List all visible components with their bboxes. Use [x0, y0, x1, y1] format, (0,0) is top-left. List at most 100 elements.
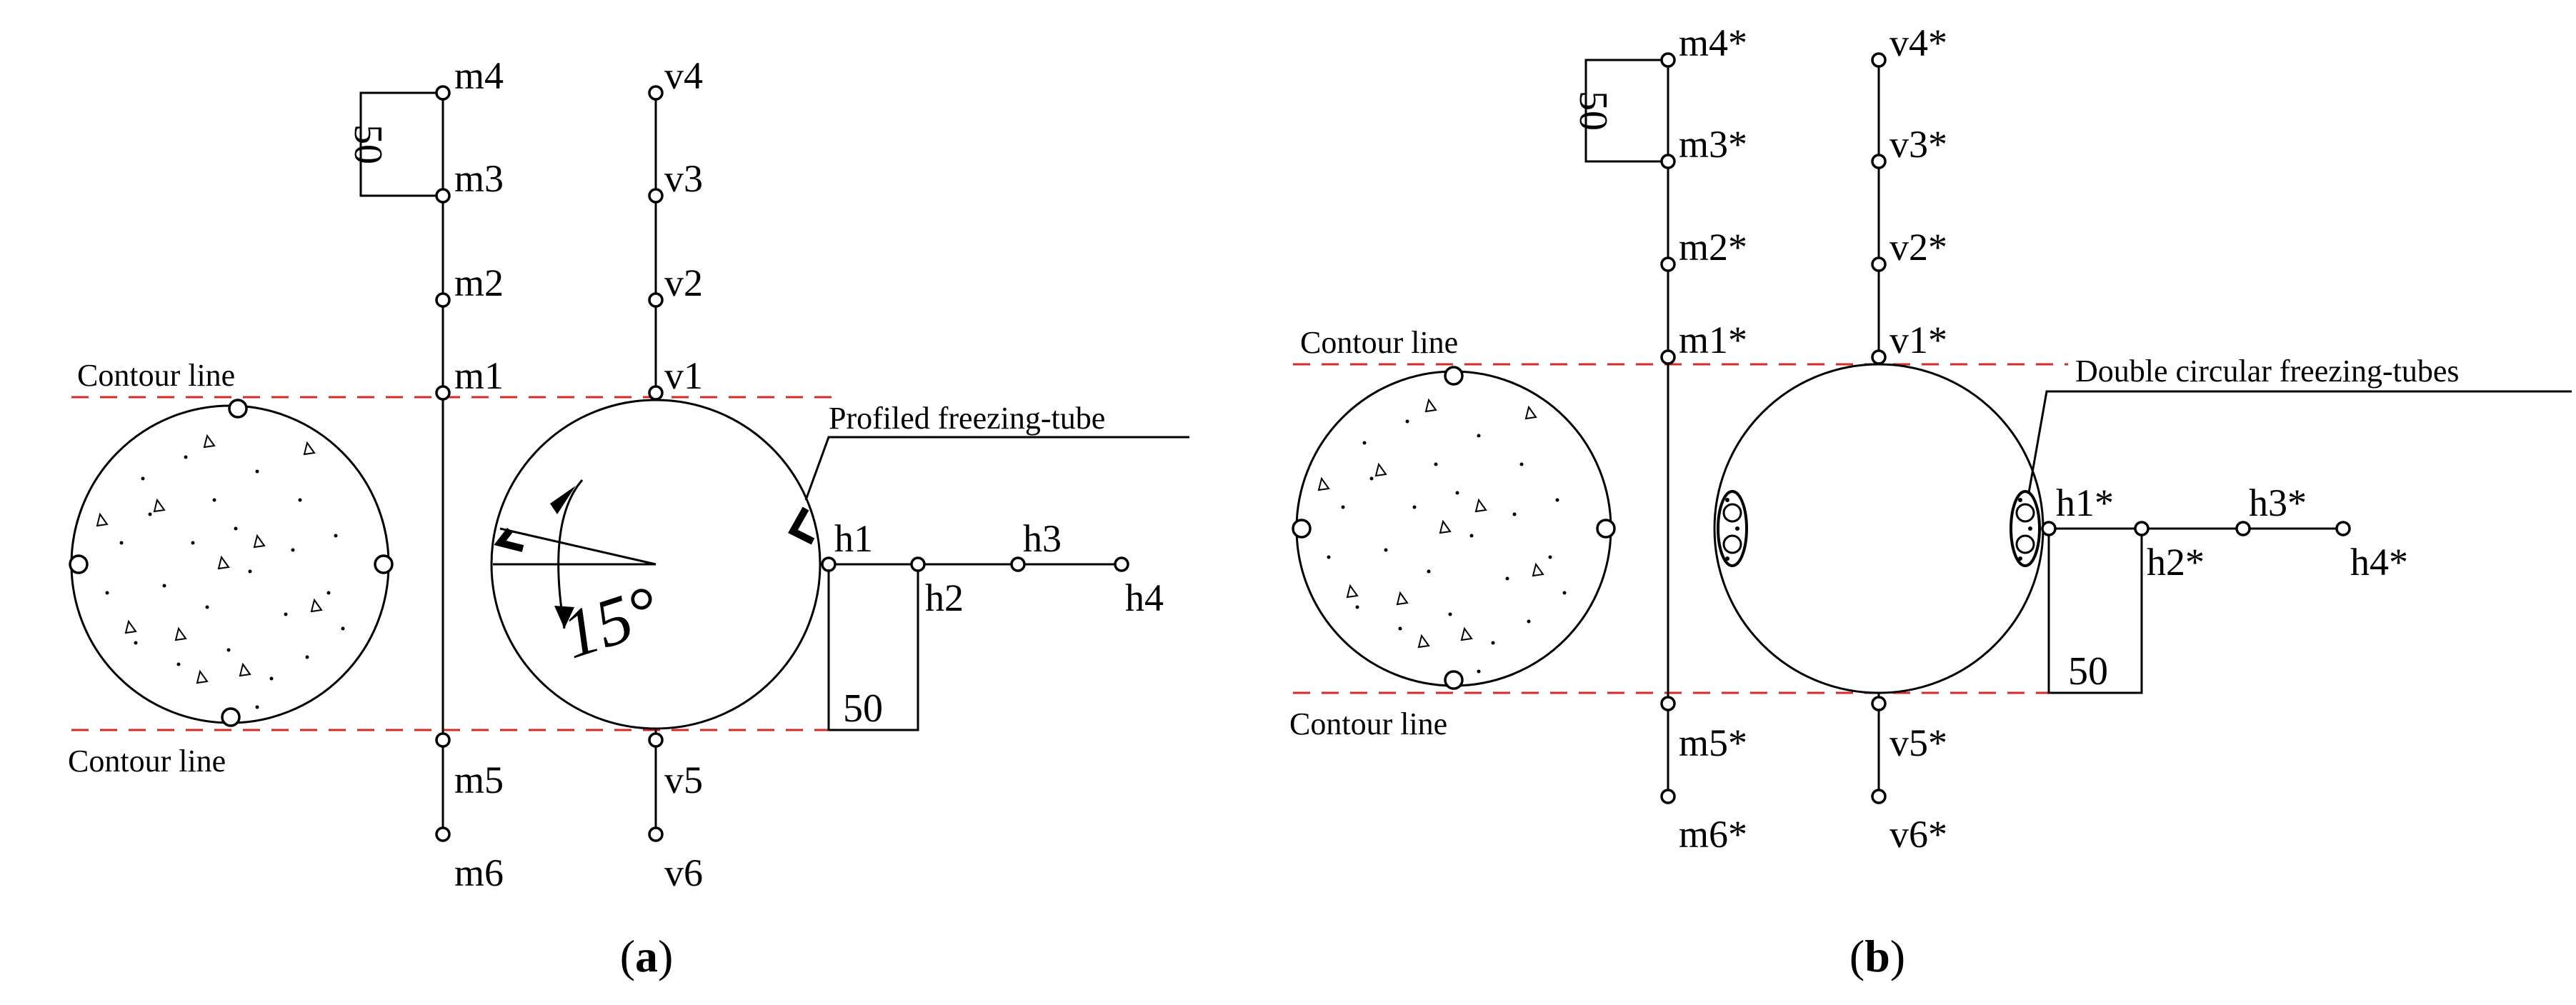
- node-h2-a: [910, 556, 926, 572]
- node-m4-a: [435, 85, 451, 101]
- angle-indicator-a: 15°: [493, 479, 668, 673]
- node-v1-a: [648, 385, 664, 401]
- node-v5-a: [648, 732, 664, 748]
- svg-text:50: 50: [843, 686, 883, 731]
- label-h4-b: h4*: [2350, 541, 2408, 584]
- freezing-section-b: [1713, 363, 2045, 694]
- h-points-b: h1* h2* h3* h4*: [2041, 481, 2408, 584]
- panel-a: Contour line Contour line: [68, 54, 1189, 981]
- dim-horizontal-a: 50: [827, 564, 919, 731]
- node-m2-a: [435, 292, 451, 308]
- node-v2-a: [648, 292, 664, 308]
- label-h2-b: h2*: [2147, 541, 2205, 584]
- node-h4-b: [2335, 521, 2351, 536]
- node-m5-a: [435, 732, 451, 748]
- label-v6-b: v6*: [1889, 813, 1947, 856]
- node-v3-b: [1871, 154, 1887, 169]
- double-tubes-right-b: [2010, 490, 2041, 567]
- svg-text:50: 50: [2068, 649, 2108, 694]
- label-v4-b: v4*: [1889, 21, 1947, 64]
- label-m1-a: m1: [454, 354, 504, 397]
- node-h3-a: [1010, 556, 1026, 572]
- node-v3-a: [648, 188, 664, 204]
- node-h1-a: [821, 556, 837, 572]
- aggregate-speckles-a: [105, 455, 345, 709]
- label-h1-b: h1*: [2056, 481, 2114, 524]
- node-v2-b: [1871, 256, 1887, 272]
- m-points-b: m4* m3* m2* m1* m5* m6*: [1660, 21, 1747, 856]
- node-h4-a: [1114, 556, 1129, 572]
- label-h4-a: h4: [1125, 576, 1164, 619]
- node-m4-b: [1660, 52, 1676, 68]
- panel-b: Contour line Contour line: [1289, 21, 2572, 981]
- node-m3-b: [1660, 154, 1676, 169]
- dim-horizontal-b: 50: [2047, 529, 2143, 694]
- label-v2-b: v2*: [1889, 226, 1947, 269]
- v-points-b: v4* v3* v2* v1* v5* v6*: [1871, 21, 1947, 856]
- node-v4-a: [648, 85, 664, 101]
- label-m4-b: m4*: [1679, 21, 1747, 64]
- node-h2-b: [2134, 521, 2150, 536]
- h-points-a: h1 h2 h3 h4: [821, 517, 1164, 619]
- aggregate-speckles-b: [1327, 419, 1567, 674]
- label-m4-a: m4: [454, 54, 504, 97]
- caption-a: (a): [620, 931, 674, 981]
- node-m1-a: [435, 385, 451, 401]
- label-h3-b: h3*: [2249, 481, 2307, 524]
- node-h1-b: [2041, 521, 2057, 536]
- node-m2-b: [1660, 256, 1676, 272]
- contour-label-top-a: Contour line: [77, 358, 235, 393]
- node-v6-b: [1871, 789, 1887, 804]
- label-m5-a: m5: [454, 759, 504, 801]
- label-h3-a: h3: [1023, 517, 1062, 560]
- label-v1-a: v1: [664, 354, 703, 397]
- label-m1-b: m1*: [1679, 319, 1747, 361]
- double-tubes-label-b: Double circular freezing-tubes: [2075, 354, 2460, 389]
- double-tubes-left-b: [1717, 490, 1748, 567]
- label-v4-a: v4: [664, 54, 703, 97]
- label-m3-b: m3*: [1679, 123, 1747, 166]
- label-v6-a: v6: [664, 851, 703, 894]
- contour-label-top-b: Contour line: [1300, 325, 1458, 360]
- profiled-tube-right-a: [788, 506, 815, 545]
- node-v6-a: [648, 826, 664, 842]
- node-v4-b: [1871, 52, 1887, 68]
- caption-b: (b): [1849, 931, 1905, 981]
- label-v5-b: v5*: [1889, 721, 1947, 764]
- node-m6-b: [1660, 789, 1676, 804]
- svg-text:50: 50: [346, 124, 390, 164]
- label-m2-a: m2: [454, 261, 504, 304]
- label-h1-a: h1: [834, 517, 873, 560]
- v-points-a: v4 v3 v2 v1 v5 v6: [648, 54, 703, 894]
- node-v5-b: [1871, 696, 1887, 711]
- label-v1-b: v1*: [1889, 319, 1947, 361]
- contour-label-bottom-b: Contour line: [1289, 706, 1447, 741]
- label-v5-a: v5: [664, 759, 703, 801]
- svg-text:50: 50: [1571, 91, 1615, 131]
- double-tubes-leader-b: [2027, 390, 2572, 494]
- node-m3-a: [435, 188, 451, 204]
- m-points-a: m4 m3 m2 m1 m5 m6: [435, 54, 504, 894]
- label-v2-a: v2: [664, 261, 703, 304]
- svg-text:15°: 15°: [553, 571, 668, 673]
- label-m2-b: m2*: [1679, 226, 1747, 269]
- profiled-tube-label-a: Profiled freezing-tube: [829, 401, 1105, 436]
- profiled-tube-leader-a: [804, 436, 1189, 501]
- label-h2-a: h2: [925, 576, 964, 619]
- contour-label-bottom-a: Contour line: [68, 744, 226, 779]
- profiled-tube-left-a: [494, 527, 524, 552]
- label-v3-b: v3*: [1889, 123, 1947, 166]
- node-m6-a: [435, 826, 451, 842]
- node-h3-b: [2235, 521, 2251, 536]
- node-v1-b: [1871, 349, 1887, 365]
- dim-vertical-a: 50: [346, 91, 443, 197]
- node-m1-b: [1660, 349, 1676, 365]
- concrete-section-a: [69, 399, 394, 727]
- label-v3-a: v3: [664, 157, 703, 200]
- aggregate-triangles-b: [1317, 398, 1544, 649]
- aggregate-triangles-a: [96, 434, 323, 684]
- concrete-section-b: [1292, 366, 1616, 690]
- label-m3-a: m3: [454, 157, 504, 200]
- label-m6-a: m6: [454, 851, 504, 894]
